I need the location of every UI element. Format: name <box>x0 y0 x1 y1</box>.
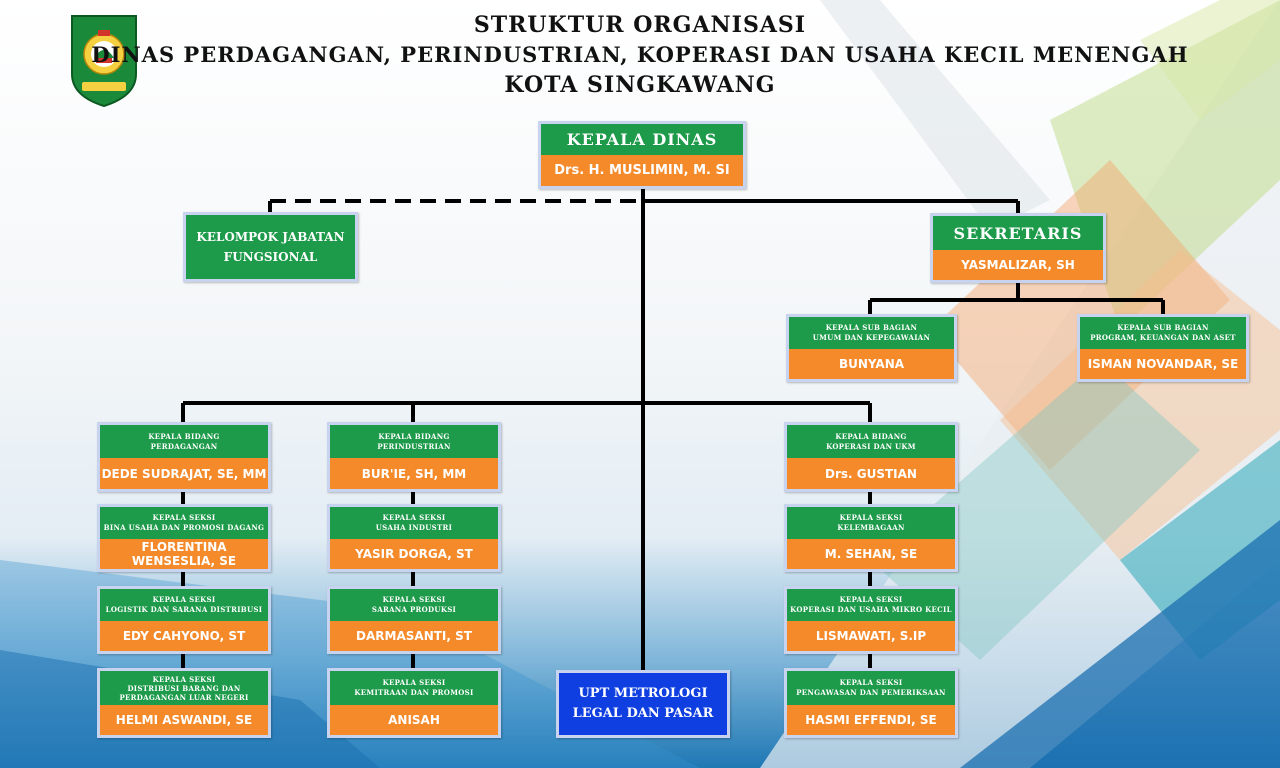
seksi-sarana-produksi-title: KEPALA SEKSI SARANA PRODUKSI <box>330 589 498 621</box>
seksi-kelembagaan-line1: KEPALA SEKSI <box>839 513 903 522</box>
subbag-program-line1: KEPALA SUB BAGIAN <box>1117 323 1209 332</box>
seksi-bina-usaha-name: FLORENTINA WENSESLIA, SE <box>100 539 268 569</box>
sekretaris-title: SEKRETARIS <box>933 216 1103 250</box>
seksi-usaha-industri-box: KEPALA SEKSI USAHA INDUSTRI YASIR DORGA,… <box>327 504 501 572</box>
seksi-pengawasan-box: KEPALA SEKSI PENGAWASAN DAN PEMERIKSAAN … <box>784 668 958 738</box>
bidang-perdagangan-title: KEPALA BIDANG PERDAGANGAN <box>100 425 268 458</box>
seksi-kelembagaan-name: M. SEHAN, SE <box>787 539 955 569</box>
subbag-program-box: KEPALA SUB BAGIAN PROGRAM, KEUANGAN DAN … <box>1077 314 1249 382</box>
seksi-bina-usaha-line1: KEPALA SEKSI <box>152 513 216 522</box>
page-title: STRUKTUR ORGANISASI <box>473 12 807 38</box>
seksi-logistik-name: EDY CAHYONO, ST <box>100 621 268 651</box>
bidang-perdagangan-line2: PERDAGANGAN <box>150 441 218 451</box>
seksi-sarana-produksi-box: KEPALA SEKSI SARANA PRODUKSI DARMASANTI,… <box>327 586 501 654</box>
seksi-distribusi-line1: KEPALA SEKSI <box>152 674 216 684</box>
fungsional-line2: FUNGSIONAL <box>223 250 318 264</box>
subbag-program-name: ISMAN NOVANDAR, SE <box>1080 349 1246 379</box>
seksi-pengawasan-title: KEPALA SEKSI PENGAWASAN DAN PEMERIKSAAN <box>787 671 955 705</box>
seksi-distribusi-line3: PERDAGANGAN LUAR NEGERI <box>119 692 249 702</box>
seksi-kemitraan-line1: KEPALA SEKSI <box>382 678 446 687</box>
seksi-koperasi-usaha-mikro-name: LISMAWATI, S.IP <box>787 621 955 651</box>
seksi-kelembagaan-box: KEPALA SEKSI KELEMBAGAAN M. SEHAN, SE <box>784 504 958 572</box>
page-city-title: KOTA SINGKAWANG <box>504 72 776 98</box>
seksi-kelembagaan-title: KEPALA SEKSI KELEMBAGAAN <box>787 507 955 539</box>
seksi-distribusi-name: HELMI ASWANDI, SE <box>100 705 268 735</box>
seksi-kemitraan-title: KEPALA SEKSI KEMITRAAN DAN PROMOSI <box>330 671 498 705</box>
seksi-distribusi-box: KEPALA SEKSI DISTRIBUSI BARANG DAN PERDA… <box>97 668 271 738</box>
seksi-logistik-box: KEPALA SEKSI LOGISTIK DAN SARANA DISTRIB… <box>97 586 271 654</box>
bidang-perindustrian-box: KEPALA BIDANG PERINDUSTRIAN BUR'IE, SH, … <box>327 422 501 492</box>
seksi-pengawasan-line2: PENGAWASAN DAN PEMERIKSAAN <box>796 688 946 697</box>
bidang-koperasi-box: KEPALA BIDANG KOPERASI DAN UKM Drs. GUST… <box>784 422 958 492</box>
kepala-dinas-name: Drs. H. MUSLIMIN, M. SI <box>541 155 743 186</box>
seksi-kemitraan-name: ANISAH <box>330 705 498 735</box>
seksi-bina-usaha-box: KEPALA SEKSI BINA USAHA DAN PROMOSI DAGA… <box>97 504 271 572</box>
seksi-logistik-line1: KEPALA SEKSI <box>152 595 216 604</box>
sekretaris-name: YASMALIZAR, SH <box>933 250 1103 280</box>
seksi-pengawasan-name: HASMI EFFENDI, SE <box>787 705 955 735</box>
bidang-koperasi-name: Drs. GUSTIAN <box>787 458 955 489</box>
seksi-logistik-title: KEPALA SEKSI LOGISTIK DAN SARANA DISTRIB… <box>100 589 268 621</box>
subbag-umum-line2: UMUM DAN KEPEGAWAIAN <box>812 333 931 342</box>
bidang-perdagangan-box: KEPALA BIDANG PERDAGANGAN DEDE SUDRAJAT,… <box>97 422 271 492</box>
bidang-perindustrian-line2: PERINDUSTRIAN <box>377 441 451 451</box>
seksi-bina-usaha-line2: BINA USAHA DAN PROMOSI DAGANG <box>103 523 265 532</box>
seksi-distribusi-title: KEPALA SEKSI DISTRIBUSI BARANG DAN PERDA… <box>100 671 268 705</box>
subbag-umum-name: BUNYANA <box>789 349 954 379</box>
seksi-pengawasan-line1: KEPALA SEKSI <box>839 678 903 687</box>
bidang-perdagangan-line1: KEPALA BIDANG <box>148 431 220 441</box>
bidang-perindustrian-line1: KEPALA BIDANG <box>378 431 450 441</box>
seksi-distribusi-line2: DISTRIBUSI BARANG DAN <box>127 683 241 693</box>
kelompok-jabatan-fungsional-box: KELOMPOK JABATAN FUNGSIONAL <box>183 212 358 282</box>
seksi-koperasi-usaha-mikro-title: KEPALA SEKSI KOPERASI DAN USAHA MIKRO KE… <box>787 589 955 621</box>
seksi-bina-usaha-title: KEPALA SEKSI BINA USAHA DAN PROMOSI DAGA… <box>100 507 268 539</box>
kepala-dinas-box: KEPALA DINAS Drs. H. MUSLIMIN, M. SI <box>538 121 746 189</box>
subbag-program-title: KEPALA SUB BAGIAN PROGRAM, KEUANGAN DAN … <box>1080 317 1246 349</box>
seksi-koperasi-usaha-mikro-line2: KOPERASI DAN USAHA MIKRO KECIL <box>790 605 952 614</box>
seksi-sarana-produksi-line1: KEPALA SEKSI <box>382 595 446 604</box>
subbag-umum-line1: KEPALA SUB BAGIAN <box>825 323 918 332</box>
sekretaris-box: SEKRETARIS YASMALIZAR, SH <box>930 213 1106 283</box>
bidang-koperasi-title: KEPALA BIDANG KOPERASI DAN UKM <box>787 425 955 458</box>
bidang-koperasi-line2: KOPERASI DAN UKM <box>826 441 916 451</box>
fungsional-line1: KELOMPOK JABATAN <box>196 230 345 244</box>
bidang-perindustrian-title: KEPALA BIDANG PERINDUSTRIAN <box>330 425 498 458</box>
upt-line2: LEGAL DAN PASAR <box>572 706 714 721</box>
seksi-sarana-produksi-line2: SARANA PRODUKSI <box>371 605 457 614</box>
subbag-umum-box: KEPALA SUB BAGIAN UMUM DAN KEPEGAWAIAN B… <box>786 314 957 382</box>
bidang-perindustrian-name: BUR'IE, SH, MM <box>330 458 498 489</box>
seksi-kemitraan-box: KEPALA SEKSI KEMITRAAN DAN PROMOSI ANISA… <box>327 668 501 738</box>
subbag-umum-title: KEPALA SUB BAGIAN UMUM DAN KEPEGAWAIAN <box>789 317 954 349</box>
seksi-koperasi-usaha-mikro-box: KEPALA SEKSI KOPERASI DAN USAHA MIKRO KE… <box>784 586 958 654</box>
seksi-kemitraan-line2: KEMITRAAN DAN PROMOSI <box>354 688 474 697</box>
bidang-perdagangan-name: DEDE SUDRAJAT, SE, MM <box>100 458 268 489</box>
seksi-kelembagaan-line2: KELEMBAGAAN <box>837 523 905 532</box>
subbag-program-line2: PROGRAM, KEUANGAN DAN ASET <box>1090 333 1236 342</box>
seksi-sarana-produksi-name: DARMASANTI, ST <box>330 621 498 651</box>
seksi-usaha-industri-line1: KEPALA SEKSI <box>382 513 446 522</box>
page-subtitle: DINAS PERDAGANGAN, PERINDUSTRIAN, KOPERA… <box>91 42 1189 67</box>
bidang-koperasi-line1: KEPALA BIDANG <box>835 431 907 441</box>
seksi-usaha-industri-line2: USAHA INDUSTRI <box>375 523 453 532</box>
city-emblem <box>71 15 137 108</box>
seksi-koperasi-usaha-mikro-line1: KEPALA SEKSI <box>839 595 903 604</box>
seksi-usaha-industri-name: YASIR DORGA, ST <box>330 539 498 569</box>
seksi-logistik-line2: LOGISTIK DAN SARANA DISTRIBUSI <box>105 605 263 614</box>
kepala-dinas-title: KEPALA DINAS <box>541 124 743 155</box>
upt-line1: UPT METROLOGI <box>578 686 708 701</box>
seksi-usaha-industri-title: KEPALA SEKSI USAHA INDUSTRI <box>330 507 498 539</box>
upt-metrologi-box: UPT METROLOGI LEGAL DAN PASAR <box>556 670 730 738</box>
